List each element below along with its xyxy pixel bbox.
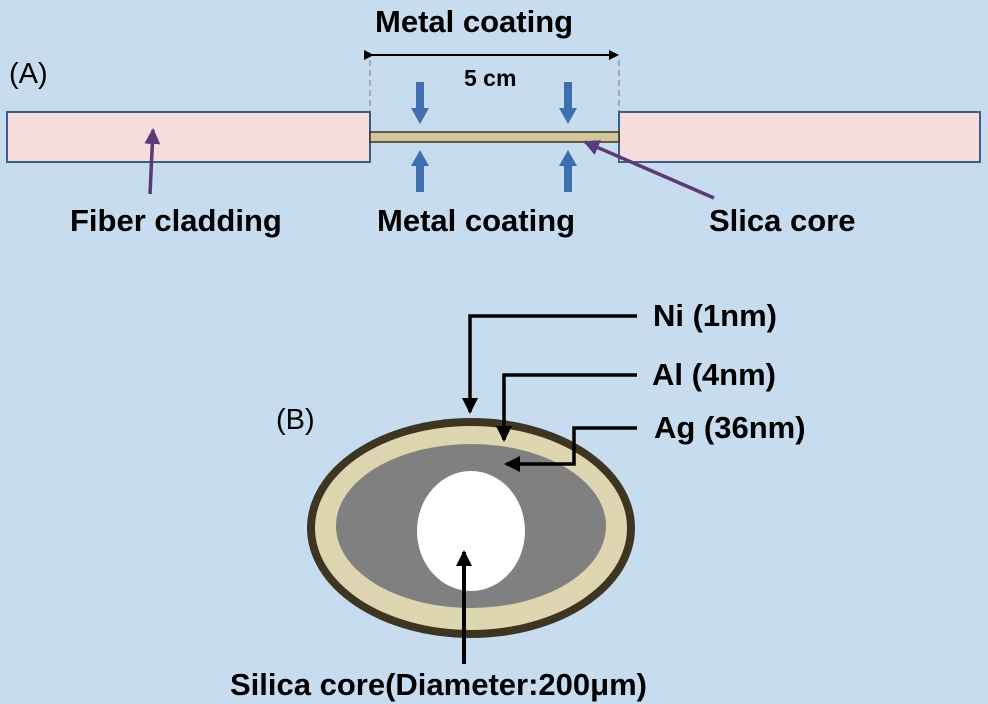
silica-core-strip: [369, 131, 620, 143]
length-label: 5 cm: [464, 65, 517, 91]
silica-core-label: Slica core: [709, 203, 856, 238]
al-pointer: [496, 373, 637, 442]
al-layer-label: Al (4nm): [652, 357, 776, 392]
coating-up-arrow-icon: [559, 150, 577, 192]
coating-up-arrow-icon: [411, 150, 429, 192]
ni-pointer: [462, 314, 637, 414]
fiber-cladding-right: [618, 111, 981, 163]
coating-down-arrow-icon: [559, 82, 577, 124]
metal-coating-bottom-label: Metal coating: [377, 203, 576, 238]
panel-b-label: (B): [276, 404, 315, 436]
ag-pointer: [504, 426, 637, 472]
ni-layer-label: Ni (1nm): [653, 298, 777, 333]
panel-a-label: (A): [9, 58, 48, 90]
coating-down-arrow-icon: [411, 82, 429, 124]
silica-core-cross-section: [417, 471, 525, 591]
ag-layer-label: Ag (36nm): [654, 410, 806, 445]
fiber-cladding-label: Fiber cladding: [70, 203, 282, 238]
fiber-cladding-left: [6, 111, 371, 163]
metal-coating-top-label: Metal coating: [375, 4, 574, 39]
silica-core-pointer: [583, 140, 715, 200]
fiber-cladding-pointer: [144, 128, 161, 195]
silica-core-diameter-label: Silica core(Diameter:200μm): [230, 667, 647, 702]
